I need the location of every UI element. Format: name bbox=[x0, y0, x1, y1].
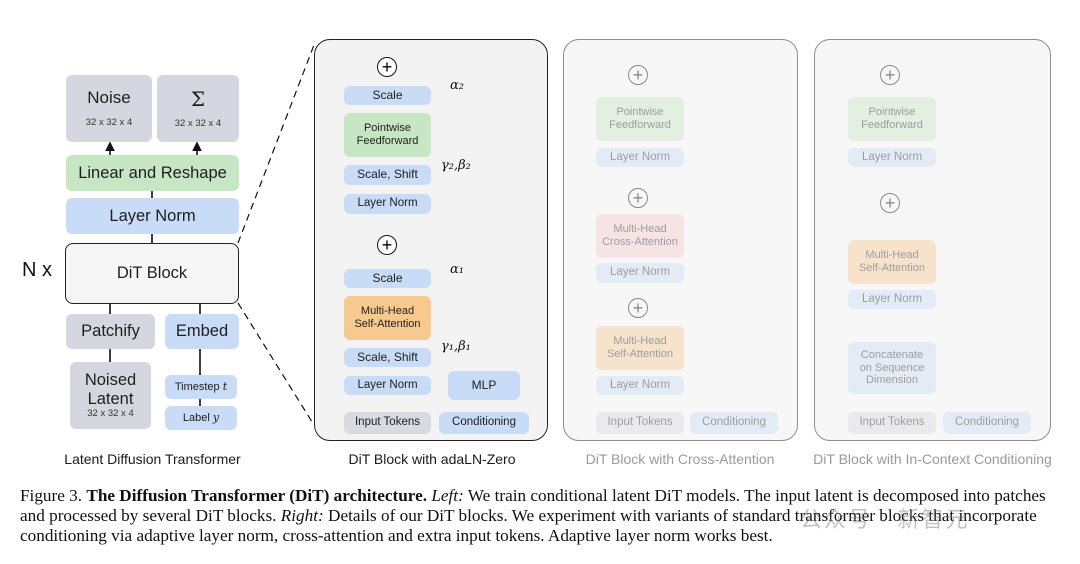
figure-title: The Diffusion Transformer (DiT) architec… bbox=[86, 486, 428, 505]
cross-attn-block-caption: DiT Block with Cross-Attention bbox=[585, 451, 775, 467]
add-icon: + bbox=[880, 193, 900, 213]
timestep-var: t bbox=[222, 379, 228, 393]
mhsa-line1: Multi-Head bbox=[865, 249, 919, 262]
linear-reshape-box: Linear and Reshape bbox=[66, 155, 239, 191]
layer-norm-bottom-box: Layer Norm bbox=[596, 376, 684, 395]
pointwise-ff-box: Pointwise Feedforward bbox=[596, 97, 684, 141]
left-diagram-caption: Latent Diffusion Transformer bbox=[64, 451, 241, 467]
pointwise-ff-box: Pointwise Feedforward bbox=[848, 97, 936, 141]
input-tokens-box: Input Tokens bbox=[596, 412, 684, 434]
alpha1-label: α₁ bbox=[450, 262, 464, 277]
left-text: We train conditional latent DiT models. … bbox=[20, 486, 1046, 525]
noise-output-box: Noise 32 x 32 x 4 bbox=[66, 75, 152, 142]
patchify-box: Patchify bbox=[66, 314, 155, 349]
mhsa-line1: Multi-Head bbox=[360, 305, 415, 318]
watermark: 公众号 · 新智元 bbox=[800, 507, 970, 532]
scale-bottom-box: Scale bbox=[344, 269, 431, 288]
figure-caption: Figure 3. The Diffusion Transformer (DiT… bbox=[20, 486, 1065, 546]
layer-norm-box: Layer Norm bbox=[66, 198, 239, 234]
right-text: Details of our DiT blocks. We experiment… bbox=[20, 506, 1037, 545]
sigma-label: Σ bbox=[190, 86, 206, 111]
figure-number: Figure 3. bbox=[20, 486, 87, 505]
noised-latent-line1: Noised bbox=[84, 371, 137, 390]
scale-shift-top-box: Scale, Shift bbox=[344, 165, 431, 185]
pointwise-ff-line1: Pointwise bbox=[363, 122, 412, 135]
conditioning-box: Conditioning bbox=[690, 412, 778, 434]
mhsa-line2: Self-Attention bbox=[858, 262, 926, 274]
add-icon: + bbox=[628, 65, 648, 85]
pointwise-ff-line2: Feedforward bbox=[356, 135, 419, 147]
concatenate-line3: Dimension bbox=[866, 374, 918, 387]
add-icon: + bbox=[628, 188, 648, 208]
mhsa-line1: Multi-Head bbox=[613, 335, 667, 348]
dit-block-box: DiT Block bbox=[65, 243, 239, 304]
input-tokens-box: Input Tokens bbox=[848, 412, 936, 434]
noise-label: Noise bbox=[87, 88, 131, 108]
n-times-label: N x bbox=[22, 259, 52, 281]
add-icon: + bbox=[377, 235, 397, 255]
layer-norm-bottom-box: Layer Norm bbox=[344, 376, 431, 395]
embed-box: Embed bbox=[165, 314, 239, 349]
left-label: Left: bbox=[431, 486, 464, 505]
left-diagram-lines bbox=[105, 141, 202, 406]
gamma1-beta1-label: γ₁,β₁ bbox=[441, 339, 471, 354]
pointwise-ff-line1: Pointwise bbox=[616, 106, 664, 119]
mhsa-line2: Self-Attention bbox=[354, 318, 421, 330]
pointwise-ff-box: Pointwise Feedforward bbox=[344, 113, 431, 157]
layer-norm-top-box: Layer Norm bbox=[848, 148, 936, 167]
add-icon: + bbox=[628, 298, 648, 318]
input-tokens-box: Input Tokens bbox=[344, 412, 431, 434]
cross-attn-block-panel bbox=[563, 39, 798, 441]
zoom-dashed-lines bbox=[237, 44, 315, 426]
timestep-box: Timestep t bbox=[165, 375, 237, 399]
noised-latent-line2: Latent bbox=[87, 390, 134, 409]
mhca-box: Multi-Head Cross-Attention bbox=[596, 214, 684, 258]
conditioning-box: Conditioning bbox=[943, 412, 1031, 434]
label-var: y bbox=[212, 410, 220, 424]
sigma-output-box: Σ 32 x 32 x 4 bbox=[157, 75, 239, 142]
layer-norm-bottom-box: Layer Norm bbox=[848, 290, 936, 309]
in-context-block-panel bbox=[814, 39, 1051, 441]
alpha2-label: α₂ bbox=[450, 78, 464, 93]
add-icon: + bbox=[377, 57, 397, 77]
mhsa-line2: Self-Attention bbox=[606, 348, 674, 360]
noised-latent-dims: 32 x 32 x 4 bbox=[87, 408, 134, 419]
concatenate-box: Concatenate on Sequence Dimension bbox=[848, 342, 936, 394]
gamma2-beta2-label: γ₂,β₂ bbox=[441, 158, 471, 173]
conditioning-box: Conditioning bbox=[439, 412, 529, 434]
concatenate-line1: Concatenate bbox=[860, 349, 924, 362]
adaln-block-caption: DiT Block with adaLN-Zero bbox=[348, 451, 516, 467]
pointwise-ff-line2: Feedforward bbox=[861, 119, 923, 131]
timestep-label: Timestep bbox=[174, 380, 220, 393]
noised-latent-box: Noised Latent 32 x 32 x 4 bbox=[70, 362, 151, 429]
mhsa-box: Multi-Head Self-Attention bbox=[344, 296, 431, 340]
mlp-box: MLP bbox=[448, 371, 520, 400]
right-label: Right: bbox=[280, 506, 324, 525]
noise-dims: 32 x 32 x 4 bbox=[85, 116, 133, 128]
in-context-block-caption: DiT Block with In-Context Conditioning bbox=[813, 451, 1052, 467]
add-icon: + bbox=[880, 65, 900, 85]
mhsa-box: Multi-Head Self-Attention bbox=[848, 240, 936, 284]
scale-shift-bottom-box: Scale, Shift bbox=[344, 348, 431, 367]
mhca-line1: Multi-Head bbox=[613, 223, 667, 236]
sigma-dims: 32 x 32 x 4 bbox=[174, 117, 222, 129]
scale-top-box: Scale bbox=[344, 86, 431, 105]
pointwise-ff-line2: Feedforward bbox=[609, 119, 671, 131]
layer-norm-top-box: Layer Norm bbox=[596, 148, 684, 167]
layer-norm-top-box: Layer Norm bbox=[344, 194, 431, 214]
label-label: Label bbox=[182, 411, 210, 424]
mhsa-box: Multi-Head Self-Attention bbox=[596, 326, 684, 370]
layer-norm-mid-box: Layer Norm bbox=[596, 263, 684, 283]
label-box: Label y bbox=[165, 406, 237, 430]
mhca-line2: Cross-Attention bbox=[602, 236, 678, 248]
concatenate-line2: on Sequence bbox=[859, 361, 925, 374]
pointwise-ff-line1: Pointwise bbox=[868, 106, 916, 119]
